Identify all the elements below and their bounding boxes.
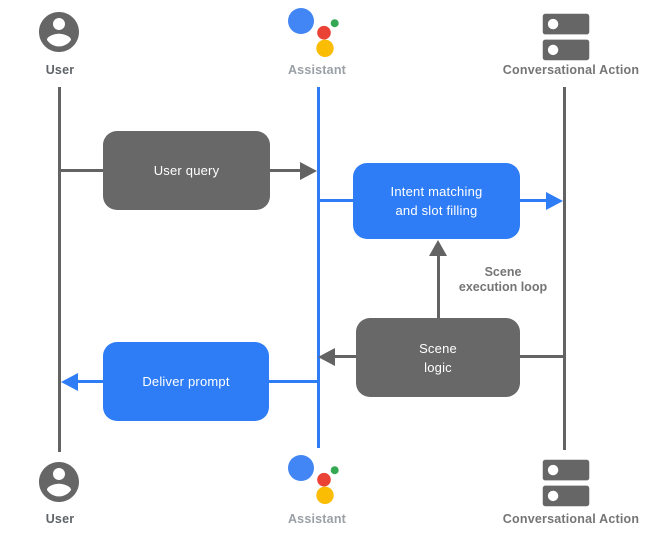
scene-execution-loop-label: Scene execution loop — [458, 265, 548, 294]
deliver-prompt-to-user-connector — [76, 380, 103, 383]
conversational-action-label-bottom: Conversational Action — [502, 512, 640, 526]
conversational-action-lifeline — [563, 87, 566, 450]
assistant-to-deliver-prompt-connector — [269, 380, 318, 383]
assistant-label-top: Assistant — [287, 63, 347, 77]
user-query-arrowhead-icon — [300, 161, 317, 180]
user-query-to-assistant-connector — [270, 169, 302, 172]
user-icon — [39, 462, 79, 502]
conversational-action-icon — [542, 13, 590, 61]
user-query-label: User query — [153, 163, 220, 178]
deliver-prompt-label: Deliver prompt — [142, 374, 230, 389]
conversational-action-label-top: Conversational Action — [502, 63, 640, 77]
scene-loop-arrowhead-icon — [429, 240, 447, 256]
deliver-prompt-box: Deliver prompt — [103, 342, 269, 421]
conversational-action-icon — [542, 459, 590, 507]
user-icon — [39, 12, 79, 52]
intent-to-conversational-action-connector — [519, 199, 548, 202]
assistant-icon — [288, 455, 339, 504]
scene-logic-arrowhead-icon — [318, 347, 335, 366]
user-lifeline — [58, 87, 61, 452]
intent-matching-box: Intent matching and slot filling — [353, 163, 520, 239]
scene-logic-to-intent-connector — [437, 253, 440, 319]
assistant-icon — [288, 8, 339, 57]
scene-logic-box: Scene logic — [356, 318, 520, 397]
assistant-label-bottom: Assistant — [287, 512, 347, 526]
scene-logic-to-assistant-connector — [332, 355, 356, 358]
user-query-box: User query — [103, 131, 270, 210]
user-to-user-query-connector — [59, 169, 104, 172]
assistant-to-intent-connector — [318, 199, 353, 202]
intent-arrowhead-icon — [546, 191, 563, 210]
assistant-lifeline — [317, 87, 320, 448]
intent-matching-label: Intent matching and slot filling — [390, 184, 483, 218]
scene-logic-label: Scene logic — [419, 340, 457, 375]
conversational-action-to-scene-logic-connector — [519, 355, 566, 358]
deliver-prompt-arrowhead-icon — [61, 372, 78, 391]
user-label-top: User — [45, 63, 75, 77]
user-label-bottom: User — [45, 512, 75, 526]
